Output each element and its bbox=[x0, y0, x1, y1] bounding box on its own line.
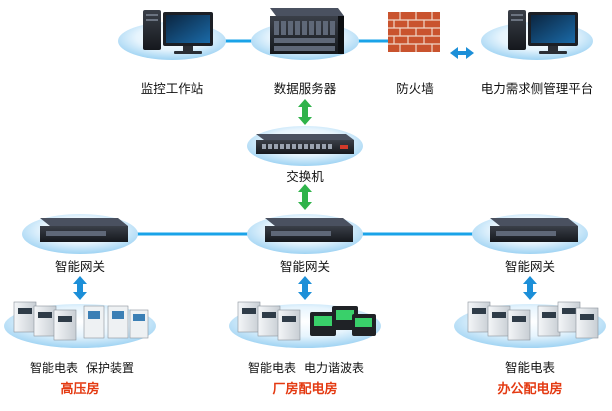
gateway-left-icon bbox=[40, 218, 128, 242]
label-hv-protection: 保护装置 bbox=[86, 361, 135, 375]
switch-icon bbox=[256, 134, 354, 154]
arrow-server-switch bbox=[298, 99, 312, 125]
label-hv-room: 高压房 bbox=[60, 382, 100, 397]
label-firewall: 防火墙 bbox=[396, 81, 434, 96]
label-factory-room: 厂房配电房 bbox=[272, 382, 338, 397]
firewall-icon bbox=[388, 12, 440, 52]
label-gateway-center: 智能网关 bbox=[279, 259, 331, 274]
office-room-devices bbox=[467, 301, 599, 341]
arrow-gw-center-room bbox=[298, 276, 312, 300]
firewall-platform-arrow bbox=[450, 47, 474, 59]
demand-platform-icon bbox=[508, 10, 578, 54]
hv-room-devices bbox=[13, 301, 149, 341]
factory-room-devices bbox=[237, 301, 376, 341]
gateway-center-icon bbox=[265, 218, 353, 242]
arrow-gw-right-room bbox=[523, 276, 537, 300]
monitor-workstation-icon bbox=[143, 10, 213, 54]
label-data-server: 数据服务器 bbox=[273, 81, 337, 96]
label-monitor-station: 监控工作站 bbox=[140, 81, 204, 96]
label-gateway-left: 智能网关 bbox=[54, 259, 106, 274]
gateway-right-icon bbox=[490, 218, 578, 242]
label-hv-meter: 智能电表 bbox=[30, 361, 79, 375]
label-factory-meter: 智能电表 bbox=[248, 361, 297, 375]
label-factory-harmonic: 电力谐波表 bbox=[304, 361, 365, 375]
label-demand-platform: 电力需求侧管理平台 bbox=[480, 81, 594, 96]
green-arrows bbox=[298, 99, 312, 210]
arrow-switch-gateway bbox=[298, 184, 312, 210]
label-office-room: 办公配电房 bbox=[497, 382, 563, 397]
blue-arrows bbox=[73, 276, 537, 300]
data-server-icon bbox=[270, 8, 344, 54]
arrow-gw-left-room bbox=[73, 276, 87, 300]
label-switch: 交换机 bbox=[286, 169, 324, 184]
label-office-meter: 智能电表 bbox=[504, 360, 556, 375]
label-gateway-right: 智能网关 bbox=[504, 259, 556, 274]
